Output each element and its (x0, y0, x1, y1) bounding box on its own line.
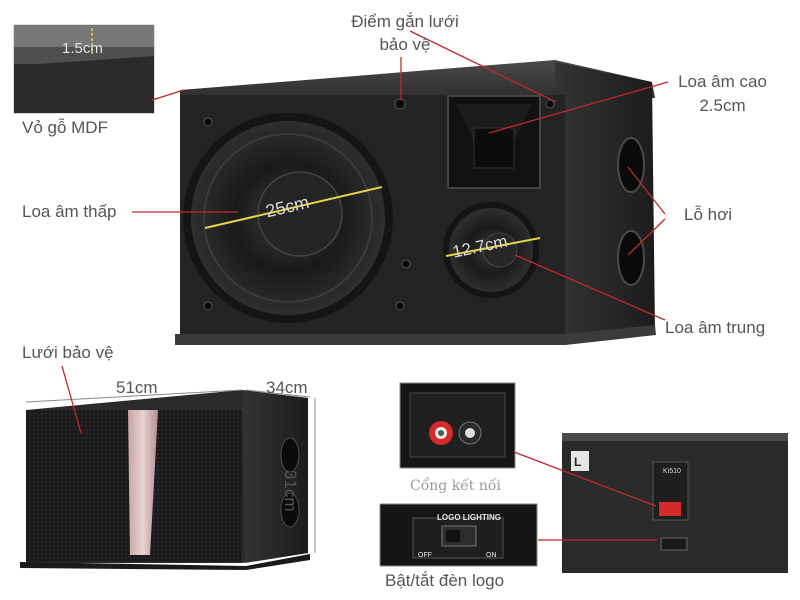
tweeter-line1: Loa âm cao (678, 72, 767, 91)
rear-model-label: Ki510 (663, 468, 681, 475)
switch-title: LOGO LIGHTING (437, 513, 501, 522)
tweeter-line2: 2.5cm (699, 96, 746, 115)
speaker-front-view (175, 60, 656, 345)
tweeter-label: Loa âm cao 2.5cm (655, 72, 790, 116)
mdf-inset (13, 24, 155, 114)
speaker-grille-view (20, 390, 310, 570)
switch-off-label: OFF (418, 552, 432, 559)
woofer-label: Loa âm thấp (22, 202, 117, 221)
connector-label: Cổng kết nối (410, 478, 501, 494)
midrange-label: Loa âm trung (665, 318, 766, 337)
logo-switch-label: Bật/tắt đèn logo (385, 571, 505, 590)
height-dimension: 31cm (281, 470, 300, 512)
mdf-thickness-label: 1.5cm (62, 40, 103, 57)
depth-dimension: 34cm (266, 378, 308, 397)
grille-mount-line1: Điểm gắn lưới (351, 12, 459, 31)
switch-on-label: ON (486, 552, 497, 559)
driver-size-lines (204, 186, 541, 257)
mdf-case-label: Vỏ gỗ MDF (22, 118, 108, 137)
grille-mount-line2: bảo vệ (379, 35, 431, 54)
callout-lines (61, 30, 669, 541)
speaker-rear-view (562, 433, 788, 573)
grille-label: Lưới bảo vệ (22, 343, 114, 362)
grille-mount-label: Điểm gắn lưới bảo vệ (300, 12, 510, 55)
width-dimension: 51cm (116, 378, 158, 397)
rear-side-marker: L (574, 455, 581, 469)
switch-inset (379, 503, 538, 567)
connector-inset (399, 382, 516, 469)
ports-label: Lỗ hơi (684, 205, 733, 224)
dimension-lines (25, 389, 316, 553)
